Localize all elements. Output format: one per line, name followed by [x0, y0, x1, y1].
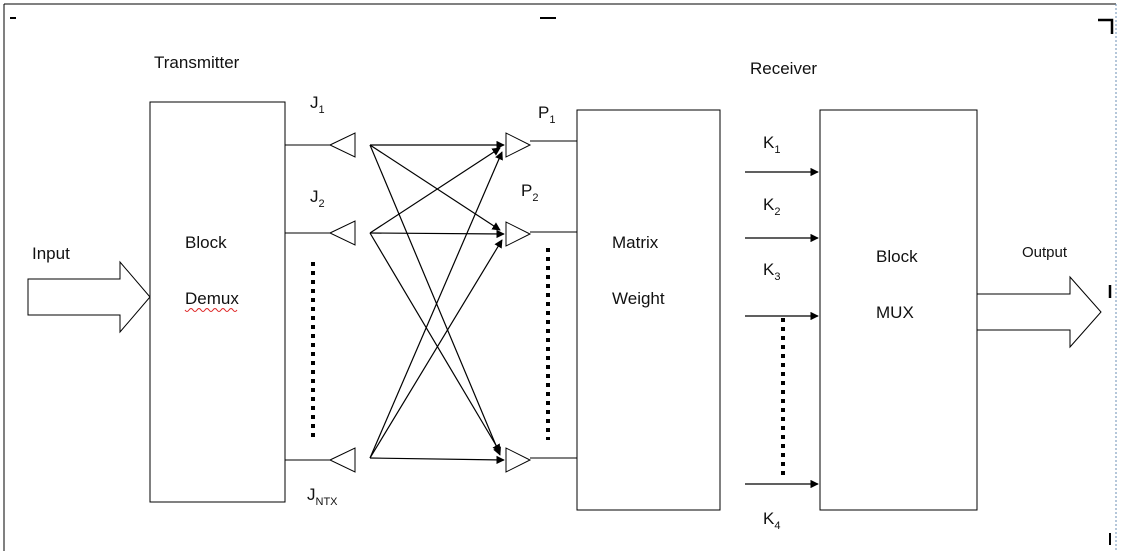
channel-j1-p3 [369, 144, 501, 456]
tx-antenna-jntx [328, 447, 356, 473]
transmitter-heading: Transmitter [154, 53, 240, 72]
mux-label-line2: MUX [876, 303, 914, 322]
spellcheck-underline [184, 308, 238, 312]
rx-label-p2: P2 [521, 181, 538, 204]
tx-antenna-j2 [328, 220, 356, 246]
demux-label-line1: Block [185, 233, 227, 252]
receiver-heading: Receiver [750, 59, 817, 78]
channel-paths [369, 140, 505, 465]
rx-antenna-p2 [505, 221, 532, 247]
output-label: Output [1022, 244, 1068, 261]
matrix-label-line1: Matrix [612, 233, 659, 252]
channel-jntx-p1 [369, 151, 503, 459]
demux-block [149, 101, 286, 503]
page-frame [3, 3, 1117, 551]
stream-label-k2: K2 [763, 195, 780, 218]
channel-j2-p3 [369, 232, 501, 453]
demux-label-line2: Demux [185, 289, 239, 308]
channel-j2-p2 [369, 229, 505, 239]
stream-label-k1: K1 [763, 133, 780, 156]
channel-jntx-p2 [369, 239, 503, 459]
rx-label-p1: P1 [538, 103, 555, 126]
stream-arrows [745, 167, 819, 489]
channel-j1-p2 [369, 144, 501, 231]
stream-label-k3: K3 [763, 260, 780, 283]
channel-jntx-p3 [369, 455, 505, 465]
tx-label-j1: J1 [310, 93, 325, 116]
tx-label-j2: J2 [310, 187, 325, 210]
input-label: Input [32, 244, 70, 263]
channel-j2-p1 [369, 147, 501, 234]
stream-label-k4: K4 [763, 509, 780, 532]
matrix-label-line2: Weight [612, 289, 665, 308]
rx-antenna-p3 [505, 447, 532, 473]
tx-label-jntx: JNTX [307, 485, 338, 508]
rx-feed-lines [530, 140, 577, 459]
mux-block [819, 109, 978, 511]
rx-antenna-p1 [505, 132, 532, 158]
input-arrow [27, 260, 151, 334]
mux-label-line1: Block [876, 247, 918, 266]
tx-antenna-j1 [328, 132, 356, 158]
output-arrow [976, 275, 1102, 349]
matrix-weight-block [576, 109, 721, 511]
tx-feed-lines [285, 144, 330, 461]
